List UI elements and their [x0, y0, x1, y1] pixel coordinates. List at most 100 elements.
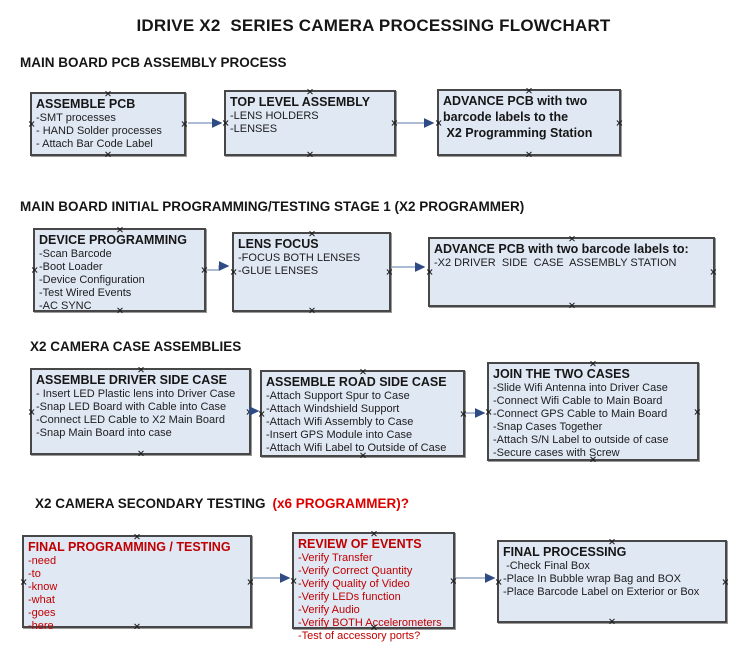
flow-box-assemble-road-side-case[interactable]: ASSEMBLE ROAD SIDE CASE -Attach Support … [260, 370, 465, 457]
box-title: FINAL PROGRAMMING / TESTING [28, 540, 231, 554]
section-heading-pcb-assembly: MAIN BOARD PCB ASSEMBLY PROCESS [20, 55, 287, 70]
box-item: -what [28, 594, 55, 606]
box-item: -Attach Wifi Label to Outside of Case [266, 442, 447, 454]
connector-handle-icon [526, 151, 533, 158]
flow-box-assemble-pcb[interactable]: ASSEMBLE PCB -SMT processes - HAND Solde… [30, 92, 186, 156]
connector-handle-icon [201, 267, 208, 274]
box-item: -SMT processes [36, 112, 116, 124]
box-item: -Secure cases with Screw [493, 447, 620, 459]
flow-box-final-processing[interactable]: FINAL PROCESSING -Check Final Box -Place… [497, 540, 727, 623]
box-title: REVIEW OF EVENTS [298, 537, 422, 551]
connector-handle-icon [31, 267, 38, 274]
box-item: -Place In Bubble wrap Bag and BOX [503, 573, 681, 585]
box-title: TOP LEVEL ASSEMBLY [230, 95, 371, 109]
box-item: -Attach S/N Label to outside of case [493, 434, 669, 446]
flow-box-lens-focus[interactable]: LENS FOCUS -FOCUS BOTH LENSES -GLUE LENS… [232, 232, 391, 312]
connector-handle-icon [435, 119, 442, 126]
box-item: -Device Configuration [39, 274, 145, 286]
box-item: -Boot Loader [39, 261, 103, 273]
box-title: ASSEMBLE ROAD SIDE CASE [266, 375, 447, 389]
box-item: -Attach Wifi Assembly to Case [266, 416, 414, 428]
connector-handle-icon [426, 269, 433, 276]
box-item: -Check Final Box [503, 560, 590, 572]
box-item: -know [28, 581, 58, 593]
box-item: -Slide Wifi Antenna into Driver Case [493, 382, 668, 394]
box-item: -Verify Correct Quantity [298, 565, 413, 577]
box-item: - Attach Bar Code Label [36, 138, 153, 150]
flow-box-advance-pcb-programming-station[interactable]: ADVANCE PCB with two barcode labels to t… [437, 89, 621, 156]
section-heading-secondary-testing-black: X2 CAMERA SECONDARY TESTING [35, 496, 266, 511]
connector-handle-icon [609, 618, 616, 625]
box-item: -Snap Cases Together [493, 421, 603, 433]
connector-handle-icon [137, 450, 144, 457]
connector-handle-icon [28, 121, 35, 128]
connector-handle-icon [710, 269, 717, 276]
flow-arrow-row2-1[interactable] [207, 261, 230, 271]
page-title: IDRIVE X2 SERIES CAMERA PROCESSING FLOWC… [136, 16, 611, 35]
box-title: DEVICE PROGRAMMING [39, 233, 187, 247]
box-item: -Verify Quality of Video [298, 578, 410, 590]
box-item: -Test Wired Events [39, 287, 132, 299]
box-item: -Verify Transfer [298, 552, 373, 564]
connector-handle-icon [246, 408, 253, 415]
connector-handle-icon [386, 269, 393, 276]
box-title: ASSEMBLE DRIVER SIDE CASE [36, 373, 228, 387]
section-heading-secondary-testing: X2 CAMERA SECONDARY TESTING (x6 PROGRAMME… [35, 496, 409, 511]
box-item: -goes [28, 607, 56, 619]
flow-box-join-the-two-cases[interactable]: JOIN THE TWO CASES -Slide Wifi Antenna i… [487, 362, 699, 461]
connector-handle-icon [258, 410, 265, 417]
connector-handle-icon [290, 577, 297, 584]
connector-handle-icon [495, 578, 502, 585]
box-item: -to [28, 568, 41, 580]
connector-handle-icon [28, 408, 35, 415]
box-item: - HAND Solder processes [36, 125, 162, 137]
flow-box-final-programming-testing[interactable]: FINAL PROGRAMMING / TESTING -need -to -k… [20, 535, 254, 632]
box-item: -Attach Support Spur to Case [266, 390, 410, 402]
connector-handle-icon [308, 307, 315, 314]
box-item: - Insert LED Plastic lens into Driver Ca… [36, 388, 236, 400]
box-title: LENS FOCUS [238, 237, 319, 251]
box-item: -Connect GPS Cable to Main Board [493, 408, 668, 420]
flow-box-top-level-assembly[interactable]: TOP LEVEL ASSEMBLY -LENS HOLDERS -LENSES [224, 90, 396, 156]
box-item: -Snap Main Board into case [36, 427, 172, 439]
connector-handle-icon [694, 408, 701, 415]
connector-handle-icon [105, 151, 112, 158]
connector-handle-icon [568, 302, 575, 309]
box-item: -need [28, 555, 57, 567]
box-item: -Verify Audio [298, 604, 360, 616]
connector-handle-icon [247, 578, 254, 585]
box-item: -Snap LED Board with Cable into Case [36, 401, 227, 413]
box-item: -LENSES [230, 123, 278, 135]
box-item: -X2 DRIVER SIDE CASE ASSEMBLY STATION [434, 257, 677, 269]
box-item: -LENS HOLDERS [230, 110, 319, 122]
section-heading-case-assemblies: X2 CAMERA CASE ASSEMBLIES [30, 339, 242, 354]
section-heading-secondary-testing-red: (x6 PROGRAMMER)? [272, 496, 410, 511]
box-item: -Verify LEDs function [298, 591, 401, 603]
connector-handle-icon [391, 120, 398, 127]
box-title: FINAL PROCESSING [503, 545, 627, 559]
box-item: -Scan Barcode [39, 248, 112, 260]
connector-handle-icon [20, 578, 27, 585]
connector-handle-icon [450, 577, 457, 584]
box-item: -GLUE LENSES [238, 265, 319, 277]
connector-handle-icon [222, 120, 229, 127]
box-item: -Place Barcode Label on Exterior or Box [503, 586, 700, 598]
connector-handle-icon [181, 121, 188, 128]
flow-box-device-programming[interactable]: DEVICE PROGRAMMING -Scan Barcode -Boot L… [33, 228, 206, 312]
connector-handle-icon [616, 119, 623, 126]
box-item: -Verify BOTH Accelerometers [298, 617, 442, 629]
box-item: -Connect LED Cable to X2 Main Board [36, 414, 225, 426]
box-item: -Connect Wifi Cable to Main Board [493, 395, 663, 407]
box-title: ADVANCE PCB with two barcode labels to: [434, 242, 689, 256]
connector-handle-icon [485, 408, 492, 415]
box-item: -Insert GPS Module into Case [266, 429, 413, 441]
box-item: -FOCUS BOTH LENSES [238, 252, 361, 264]
flow-box-review-of-events[interactable]: REVIEW OF EVENTS -Verify Transfer -Verif… [290, 532, 457, 642]
box-item: -Attach Windshield Support [266, 403, 400, 415]
connector-handle-icon [230, 269, 237, 276]
section-heading-initial-programming: MAIN BOARD INITIAL PROGRAMMING/TESTING S… [20, 199, 525, 214]
box-item: -here [28, 620, 54, 632]
flow-box-assemble-driver-side-case[interactable]: ASSEMBLE DRIVER SIDE CASE - Insert LED P… [30, 368, 251, 455]
box-item: -AC SYNC [39, 300, 92, 312]
flow-box-advance-pcb-driver-side[interactable]: ADVANCE PCB with two barcode labels to: … [428, 237, 715, 307]
